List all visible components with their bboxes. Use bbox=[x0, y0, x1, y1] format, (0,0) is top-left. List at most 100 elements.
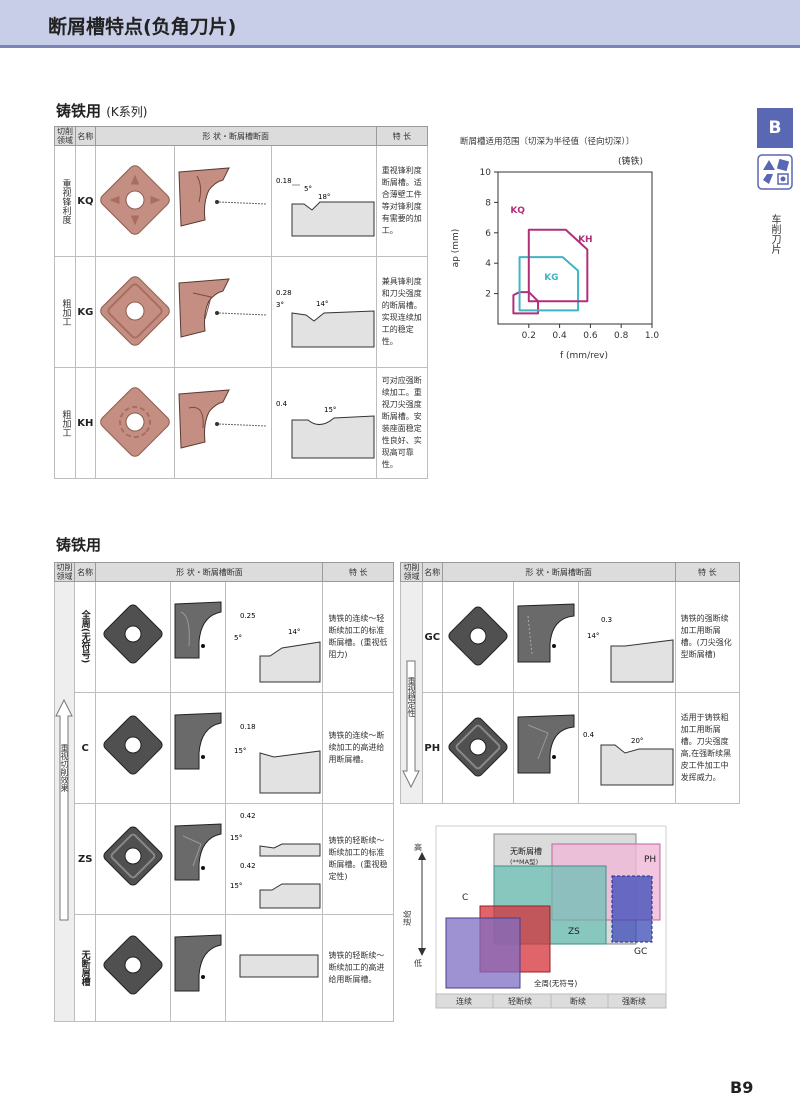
up-arrow-icon bbox=[418, 852, 426, 860]
area-cell: 粗加工 bbox=[54, 256, 76, 368]
col-area: 切削领域 bbox=[54, 562, 75, 582]
cross-section: 0.28 3° 14° bbox=[270, 256, 377, 368]
col-name: 名称 bbox=[74, 126, 96, 146]
x-label: 强断续 bbox=[622, 996, 646, 1006]
insert-closeup bbox=[512, 692, 579, 804]
cut-effect-axis: 重视切削效果 bbox=[54, 581, 75, 1022]
code-cell: PH bbox=[421, 692, 443, 804]
cross-section: 0.42 15° 0.42 15° bbox=[225, 803, 324, 915]
code-cell: GC bbox=[421, 581, 443, 693]
region-label: C bbox=[462, 893, 468, 903]
dim-label: 15° bbox=[324, 406, 336, 414]
code-cell: KG bbox=[74, 256, 96, 368]
y-tick-label: 2 bbox=[485, 290, 491, 300]
section2-title: 铸铁用 bbox=[56, 536, 102, 554]
breaker-section: 0.18 15° bbox=[234, 723, 321, 794]
series-label: KQ bbox=[510, 206, 525, 216]
code-text: 全周(无符号) bbox=[79, 610, 90, 664]
chart-title: 断屑槽适用范围〔切深为半径值（径向切深）〕 bbox=[460, 136, 634, 147]
insert-image bbox=[95, 914, 172, 1022]
x-tick-label: 1.0 bbox=[645, 331, 660, 341]
region-label: 无断屑槽 bbox=[510, 846, 542, 856]
series-label: KH bbox=[578, 235, 593, 245]
feature-text: 铸铁的连续～断续加工的高进给用断屑槽。 bbox=[322, 692, 394, 804]
feature-text: 铸铁的强断续加工用断屑槽。(刀尖强化型断屑槽) bbox=[674, 581, 741, 693]
x-tick-label: 0.6 bbox=[583, 331, 598, 341]
col-area: 切削领域 bbox=[400, 562, 423, 582]
dim-label: 3° bbox=[276, 301, 284, 309]
feature-text: 兼具锋利度和刀尖强度的断屑槽。实现连续加工的稳定性。 bbox=[375, 256, 429, 368]
region-label: 全周(无符号) bbox=[534, 978, 577, 988]
code-text: 无断屑槽 bbox=[79, 950, 90, 986]
breaker-section: 0.4 20° bbox=[583, 731, 674, 786]
region-label: PH bbox=[644, 855, 656, 865]
y-tick-label: 10 bbox=[480, 168, 492, 178]
table-row: PH 0.4 20° 适用于铸铁粗加工用断屑槽。刀尖强度高,在强断续黑皮工件加工… bbox=[401, 692, 741, 804]
cast-iron-table-left: 切削领域 名称 形 状・断屑槽断面 特 长 重视切削效果 全周(无符号) bbox=[54, 562, 394, 1022]
cross-section: 0.3 14° bbox=[577, 581, 676, 693]
insert-corner-view bbox=[517, 714, 575, 774]
dim-label: 0.18 bbox=[240, 723, 256, 731]
dim-label: 14° bbox=[587, 632, 599, 640]
side-label: 车削刀片 bbox=[769, 214, 780, 254]
insert-closeup bbox=[170, 692, 227, 804]
insert-top-view bbox=[103, 935, 163, 995]
code-cell: C bbox=[73, 692, 97, 804]
region-label: GC bbox=[634, 947, 647, 957]
k-series-table: 切削领域 名称 形 状・断屑槽断面 特 长 重视锋利度 KQ bbox=[54, 126, 429, 479]
cross-section bbox=[225, 914, 324, 1022]
col-feature: 特 长 bbox=[375, 126, 429, 146]
breaker-section: 0.42 15° 0.42 15° bbox=[230, 812, 321, 909]
down-arrow-icon bbox=[418, 948, 426, 956]
series-region-kg bbox=[518, 256, 580, 312]
insert-corner-view bbox=[174, 712, 222, 770]
dim-label: 5° bbox=[304, 185, 312, 193]
insert-top-view bbox=[99, 165, 170, 235]
y-tick-label: 6 bbox=[485, 229, 491, 239]
insert-corner-view bbox=[174, 823, 222, 881]
down-arrow-icon bbox=[402, 660, 421, 788]
table-row: 粗加工 KH 0.4 15° bbox=[54, 367, 429, 479]
axis-label: 重视稳定性 bbox=[407, 676, 416, 717]
axis-label: 重视切削效果 bbox=[60, 743, 69, 792]
feature-text: 铸铁的连续～轻断续加工的标准断屑槽。(重视低阻力) bbox=[322, 581, 394, 693]
dim-label: 0.4 bbox=[276, 400, 288, 408]
breaker-section: 0.4 15° bbox=[276, 400, 375, 459]
dim-label: 14° bbox=[316, 300, 328, 308]
x-label: 断续 bbox=[570, 996, 586, 1006]
insert-closeup bbox=[170, 914, 227, 1022]
cross-section: 0.4 20° bbox=[577, 692, 676, 804]
col-shape: 形 状・断屑槽断面 bbox=[95, 562, 324, 582]
insert-closeup bbox=[512, 581, 579, 693]
table-row: 重视切削效果 全周(无符号) 0.25 5° 14° 铸铁的连续～轻断续加工的标… bbox=[54, 581, 394, 1022]
area-text: 粗加工 bbox=[60, 409, 71, 437]
dim-label: 5° bbox=[234, 634, 242, 642]
insert-closeup bbox=[170, 581, 227, 693]
y-axis-label: 进给 bbox=[402, 910, 412, 926]
plot-area bbox=[497, 171, 653, 325]
application-range-diagram: 高 进给 低 无断屑槽 (**MA型) PH C ZS GC 全周(无符号) 连… bbox=[402, 825, 667, 1009]
insert-image bbox=[95, 581, 172, 693]
breaker-section: 0.25 5° 14° bbox=[234, 612, 321, 683]
section1-title: 铸铁用 (K系列) bbox=[56, 100, 147, 121]
section-tab[interactable]: B bbox=[757, 108, 793, 148]
dim-label: 20° bbox=[631, 737, 643, 745]
section1-title-text: 铸铁用 bbox=[56, 102, 102, 120]
insert-top-view bbox=[103, 715, 163, 775]
insert-corner-view bbox=[174, 934, 222, 992]
col-name: 名称 bbox=[421, 562, 443, 582]
insert-image bbox=[94, 145, 175, 257]
region-label: ZS bbox=[568, 927, 580, 937]
insert-image bbox=[94, 367, 175, 479]
y-tick-label: 4 bbox=[485, 259, 491, 269]
dim-label: 0.42 bbox=[240, 862, 256, 870]
dim-label: 0.42 bbox=[240, 812, 256, 820]
x-axis-label: f (mm/rev) bbox=[560, 351, 608, 361]
series-label: KG bbox=[544, 273, 558, 283]
up-arrow-icon bbox=[55, 698, 74, 920]
breaker-section: 0.3 14° bbox=[587, 616, 674, 683]
code-cell: ZS bbox=[73, 803, 97, 915]
insert-image bbox=[95, 692, 172, 804]
header-band: 断屑槽特点(负角刀片) bbox=[0, 0, 800, 48]
